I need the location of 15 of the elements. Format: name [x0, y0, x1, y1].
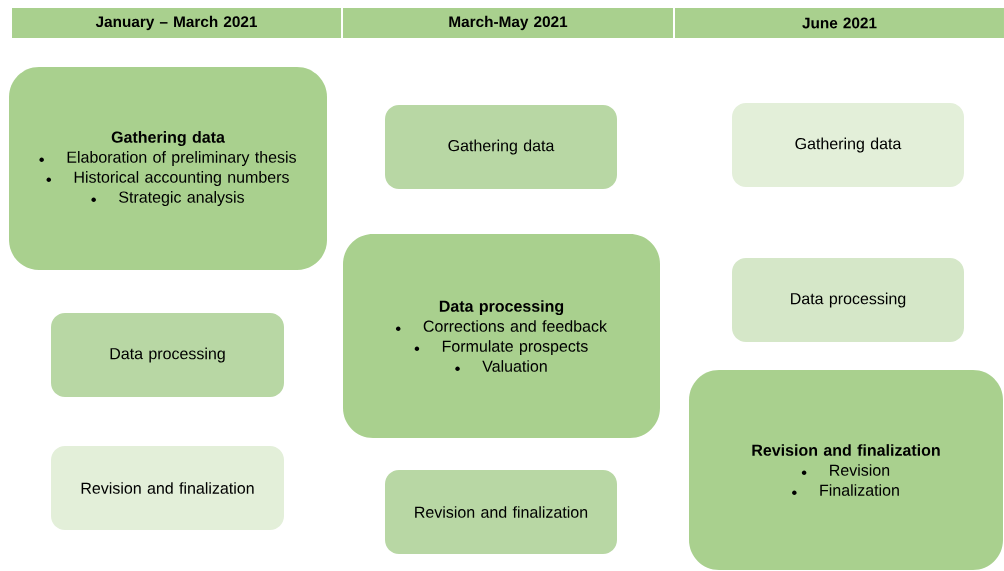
task-box: Revision and finalization Revision Finalization	[689, 370, 1003, 570]
task-box: Gathering data	[385, 105, 617, 189]
header-band: January – March 2021	[12, 8, 341, 38]
header-band: June 2021	[675, 8, 1004, 38]
node-label: March-May 2021	[449, 15, 568, 31]
task-box: Revision and finalization	[385, 470, 617, 554]
node-label: June 2021	[802, 17, 877, 29]
task-box: Data processing Corrections and feedback Formulate prospects Valuation	[343, 234, 660, 438]
task-box: Gathering data Elaboration of preliminary thesis Historical accounting numbers Strategic analysis	[9, 67, 327, 270]
task-box: Gathering data	[732, 103, 964, 187]
header-band: March-May 2021	[343, 8, 673, 38]
task-box: Data processing	[732, 258, 964, 342]
task-box: Revision and finalization	[51, 446, 284, 530]
task-box: Data processing	[51, 313, 284, 397]
node-label: January – March 2021	[95, 15, 258, 31]
